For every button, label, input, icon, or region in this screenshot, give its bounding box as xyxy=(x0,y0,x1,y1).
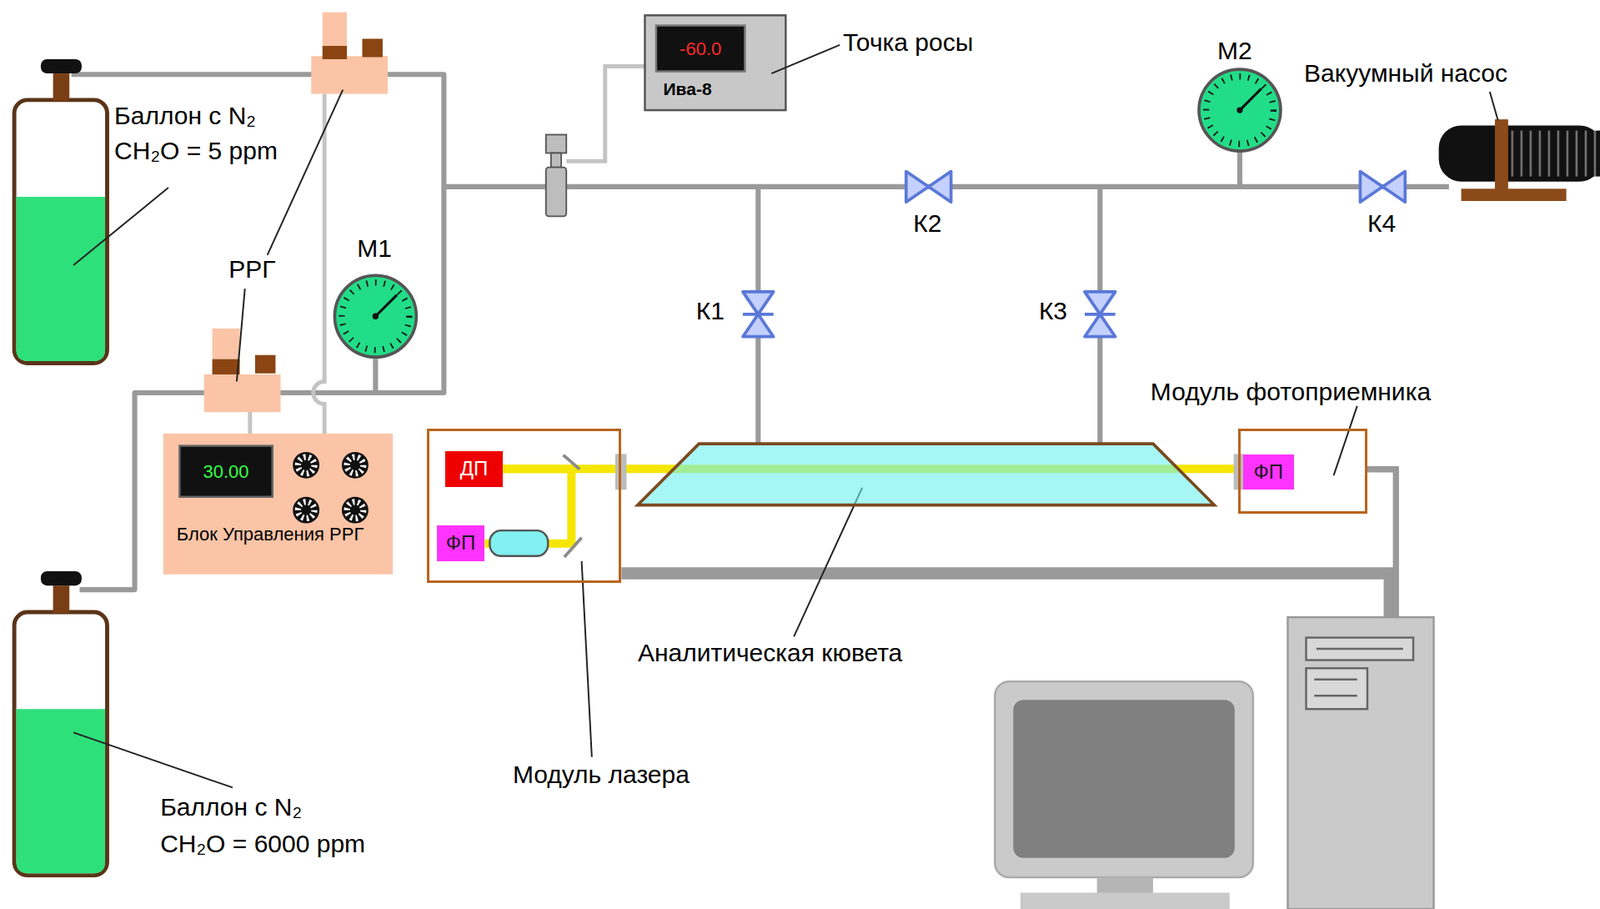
valve-name: К3 xyxy=(1038,296,1068,327)
laser-module: Модуль лазераДПФП xyxy=(426,428,622,583)
display-readout: -60.0 xyxy=(656,25,745,72)
part-name: РРГ xyxy=(228,255,276,285)
cylinder-label: Баллон с N₂ xyxy=(160,792,302,823)
unit-name: Блок Управления РРГ xyxy=(176,523,365,545)
module-name: Модуль фотоприемника xyxy=(1150,377,1431,407)
photodetector: ФП xyxy=(1243,454,1295,491)
reference-cell xyxy=(489,530,548,557)
component-name: ФП xyxy=(436,525,486,562)
display-readout: 30.00 xyxy=(179,446,272,497)
module-name: Модуль лазера xyxy=(512,760,690,790)
part-name: Вакуумный насос xyxy=(1304,59,1508,89)
device-name: Ива-8 xyxy=(662,79,712,100)
cylinder-label: Баллон с N₂ xyxy=(114,101,256,131)
valve-name: К1 xyxy=(696,296,725,327)
mirror xyxy=(564,537,582,557)
component-name: ДП xyxy=(445,451,504,487)
photodetector-module: Модуль фотоприемникаФП xyxy=(1238,428,1368,514)
component-name: ФП xyxy=(1243,454,1295,491)
concentration-label: CH₂O = 5 ppm xyxy=(114,136,278,166)
valve-name: К4 xyxy=(1367,209,1396,239)
beam-splitter xyxy=(563,455,581,470)
dew-point-meter: -60.0Ива-8 xyxy=(644,15,786,111)
flow-control-unit: 30.00Блок Управления РРГ xyxy=(163,433,393,575)
gauge-name: М2 xyxy=(1217,36,1253,66)
concentration-label: CH₂O = 6000 ppm xyxy=(160,829,366,859)
part-name: Точка росы xyxy=(842,28,974,58)
part-name: Аналитическая кювета xyxy=(637,638,903,668)
valve-name: К2 xyxy=(912,209,942,239)
analytical-cell xyxy=(637,443,1214,505)
gauge-name: М1 xyxy=(356,234,392,264)
diode-laser: ДП xyxy=(445,451,504,487)
photodetector: ФП xyxy=(436,525,486,562)
